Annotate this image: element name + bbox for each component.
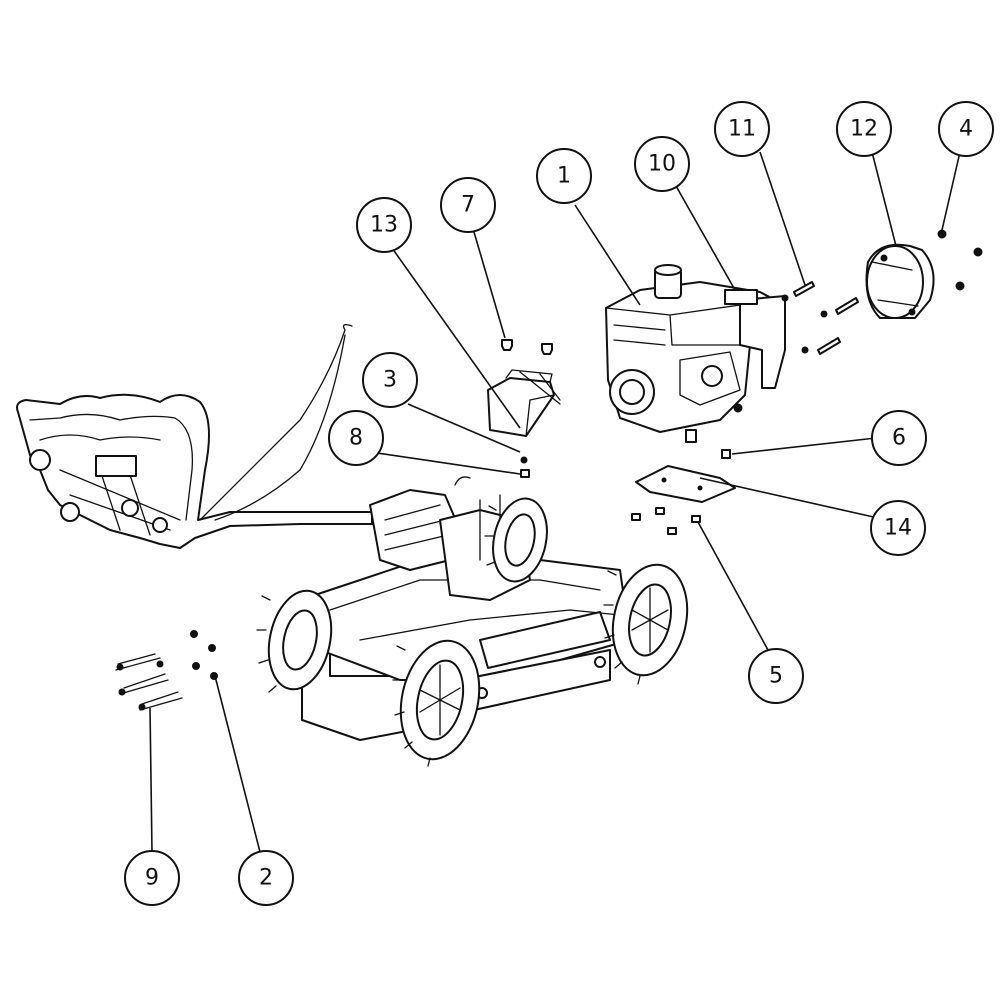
callout-11: 11 — [714, 101, 770, 157]
mounting-plate — [635, 465, 736, 503]
chassis-assembly — [256, 476, 689, 767]
callout-6: 6 — [871, 410, 927, 466]
callout-14: 14 — [870, 500, 926, 556]
right-front-wheel — [603, 563, 689, 685]
callout-3: 3 — [362, 352, 418, 408]
engine — [605, 264, 786, 443]
callout-label: 8 — [349, 426, 363, 451]
callout-10: 10 — [634, 136, 690, 192]
callout-label: 6 — [892, 426, 906, 451]
callout-5: 5 — [748, 648, 804, 704]
callout-label: 14 — [884, 516, 912, 541]
left-front-wheel — [392, 639, 481, 767]
callout-7: 7 — [440, 177, 496, 233]
callout-label: 4 — [959, 117, 973, 142]
callout-label: 13 — [370, 213, 398, 238]
callout-1: 1 — [536, 148, 592, 204]
callout-9: 9 — [124, 850, 180, 906]
callout-13: 13 — [356, 197, 412, 253]
callout-label: 10 — [648, 152, 676, 177]
callout-12: 12 — [836, 101, 892, 157]
callout-label: 7 — [461, 193, 475, 218]
callout-8: 8 — [328, 410, 384, 466]
rear-left-wheel — [256, 589, 333, 693]
handlebar-assembly — [16, 324, 373, 549]
callout-label: 11 — [728, 117, 756, 142]
hardware — [115, 229, 983, 711]
callout-label: 9 — [145, 866, 159, 891]
callout-label: 3 — [383, 368, 397, 393]
leader-lines — [149, 151, 961, 853]
belt-guard — [865, 243, 935, 319]
rear-right-wheel — [484, 497, 548, 583]
callout-label: 1 — [557, 164, 571, 189]
callout-4: 4 — [938, 101, 994, 157]
callout-label: 2 — [259, 866, 273, 891]
engine-shroud — [487, 369, 561, 437]
callout-label: 5 — [769, 664, 783, 689]
callout-2: 2 — [238, 850, 294, 906]
callout-label: 12 — [850, 117, 878, 142]
